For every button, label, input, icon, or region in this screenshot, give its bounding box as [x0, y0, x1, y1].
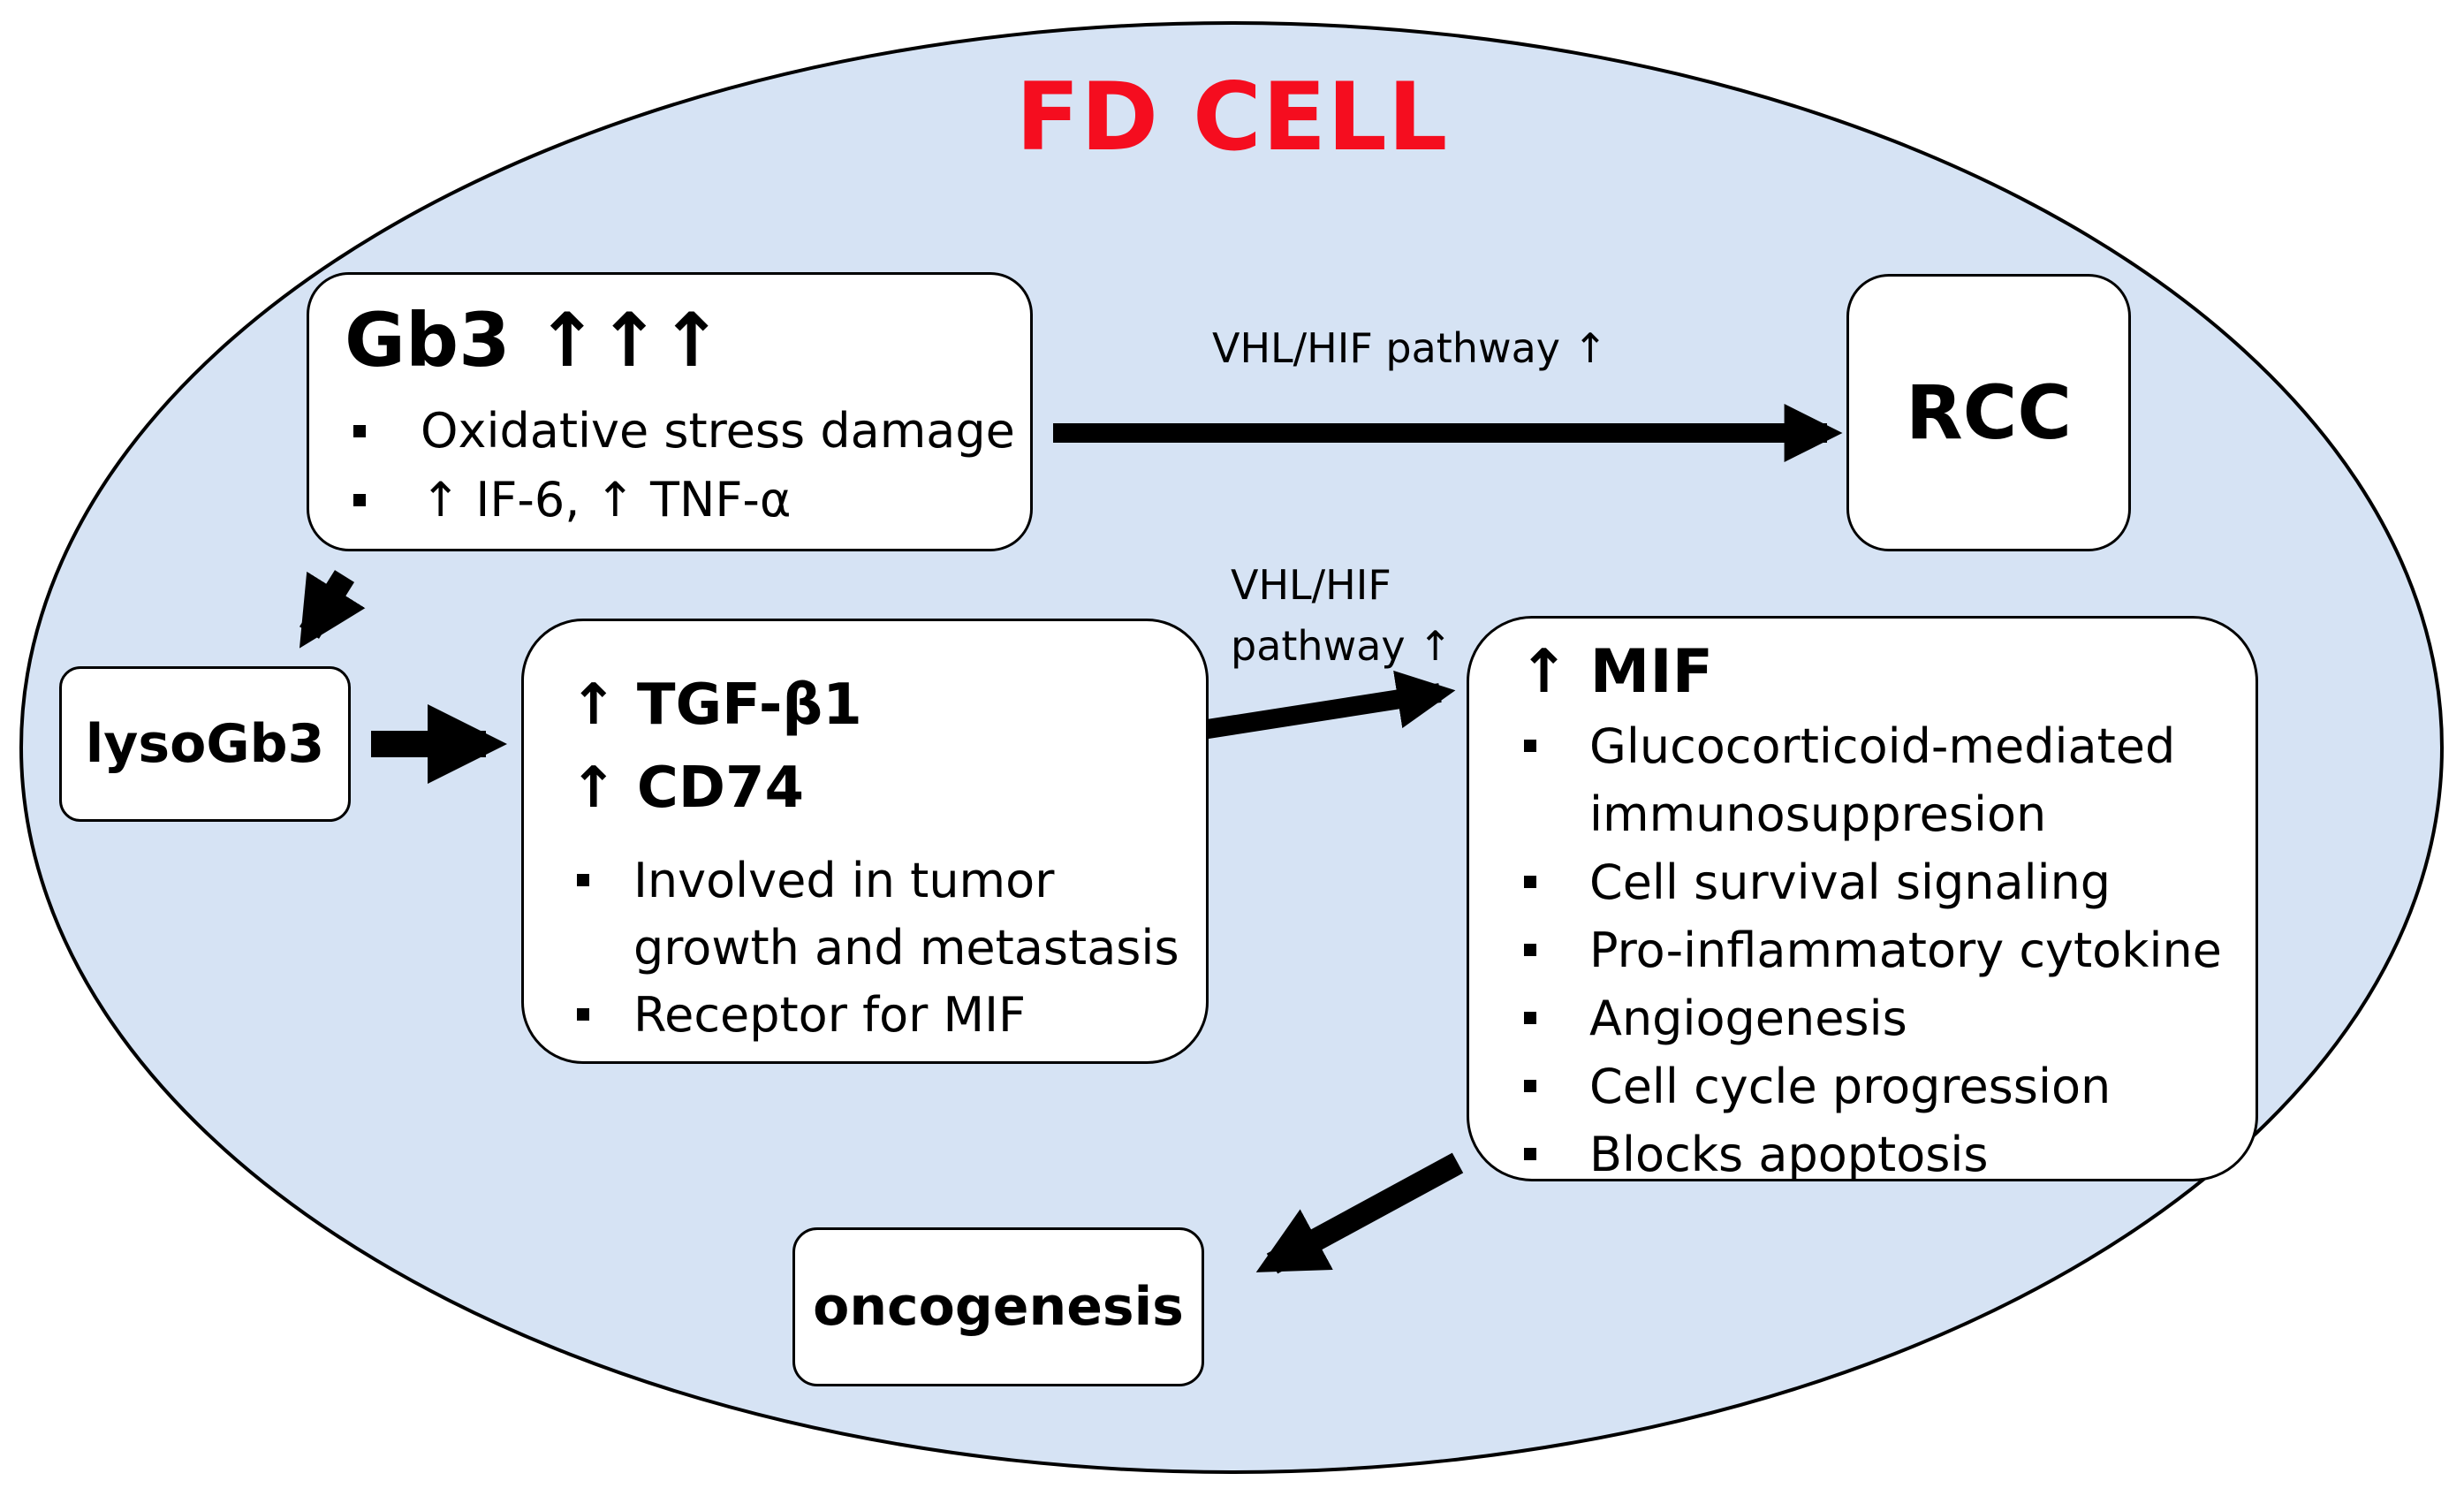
- arrow-gb3-to-lysogb3: [299, 570, 366, 649]
- mif-bullet: Glucocorticoid-mediated immunosuppresion: [1519, 712, 2256, 848]
- mif-bullet: Blocks apoptosis: [1519, 1120, 2256, 1188]
- arrow-mif-to-oncogenesis: [1255, 1152, 1464, 1274]
- tgf-bullet-list: Involved in tumor growth and metastasis …: [570, 847, 1206, 1049]
- tgf-bullet: Involved in tumor growth and metastasis: [570, 847, 1206, 982]
- mif-heading: ↑ MIF: [1519, 637, 1714, 707]
- diagram-title: FD CELL: [1015, 63, 1449, 171]
- tgf-bullet: Receptor for MIF: [570, 982, 1206, 1049]
- gb3-heading: Gb3 ↑↑↑: [345, 297, 723, 383]
- mif-bullet: Angiogenesis: [1519, 984, 2256, 1052]
- edge-label-line-1: VHL/HIF: [1231, 561, 1391, 609]
- lysogb3-label: lysoGb3: [85, 713, 325, 775]
- oncogenesis-label: oncogenesis: [813, 1276, 1184, 1338]
- gb3-bullet: Oxidative stress damage: [345, 397, 1030, 466]
- rcc-label: RCC: [1906, 369, 2072, 456]
- gb3-bullet-list: Oxidative stress damage ↑ IF-6, ↑ TNF-α: [345, 397, 1030, 535]
- edge-label-cd74-to-mif: VHL/HIF pathway ↑: [1231, 555, 1452, 677]
- mif-bullet-text-cont: immunosuppresion: [1589, 786, 2047, 842]
- gb3-bullet: ↑ IF-6, ↑ TNF-α: [345, 466, 1030, 535]
- rcc-node: RCC: [1846, 274, 2131, 551]
- tgf-heading: ↑ TGF-β1: [570, 672, 862, 738]
- mif-node: ↑ MIF Glucocorticoid-mediated immunosupp…: [1467, 616, 2258, 1182]
- mif-bullet: Cell survival signaling: [1519, 848, 2256, 916]
- tgf-cd74-node: ↑ TGF-β1 ↑ CD74 Involved in tumor growth…: [521, 619, 1209, 1064]
- tgf-bullet-text: Involved in tumor: [633, 853, 1055, 908]
- gb3-node: Gb3 ↑↑↑ Oxidative stress damage ↑ IF-6, …: [307, 272, 1033, 551]
- tgf-bullet-text-cont: growth and metastasis: [633, 920, 1179, 976]
- mif-bullet: Pro-inflammatory cytokine: [1519, 916, 2256, 984]
- cd74-heading: ↑ CD74: [570, 756, 805, 821]
- lysogb3-node: lysoGb3: [59, 666, 351, 822]
- edge-label-line-2: pathway ↑: [1231, 622, 1452, 670]
- oncogenesis-node: oncogenesis: [792, 1227, 1204, 1386]
- mif-bullet-text: Glucocorticoid-mediated: [1589, 718, 2176, 774]
- mif-bullet: Cell cycle progression: [1519, 1052, 2256, 1120]
- edge-label-gb3-to-rcc: VHL/HIF pathway ↑: [1212, 324, 1608, 372]
- mif-bullet-list: Glucocorticoid-mediated immunosuppresion…: [1519, 712, 2256, 1188]
